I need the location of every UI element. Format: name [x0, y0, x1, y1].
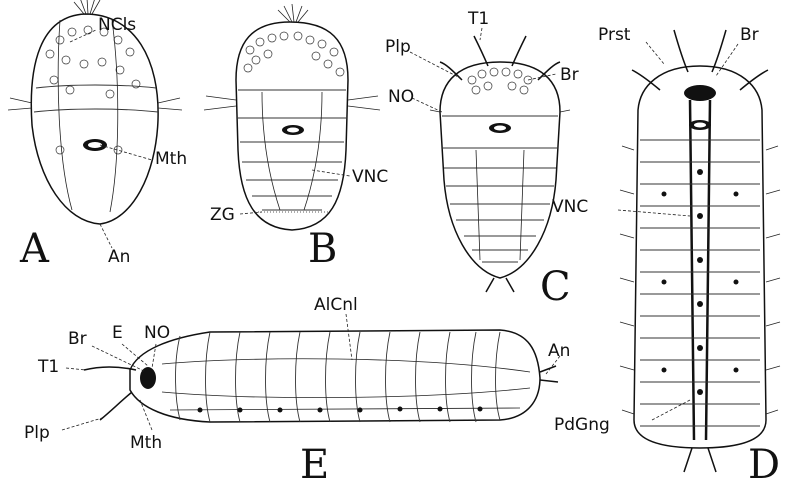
label-br-c: Br [560, 65, 579, 85]
embryo-b-body [204, 4, 380, 230]
label-prst: Prst [598, 25, 631, 45]
label-t1-e: T1 [37, 357, 59, 377]
label-ncls: NCls [98, 15, 136, 35]
label-mth-e: Mth [130, 433, 162, 453]
embryo-a-body [8, 0, 182, 224]
neural-cells-b [244, 32, 344, 76]
label-mth-a: Mth [155, 149, 187, 169]
embryo-d-body [620, 30, 780, 472]
label-t1-c: T1 [467, 9, 489, 29]
embryo-e-body [84, 330, 558, 422]
embryo-c-body [430, 36, 570, 292]
label-no-e: NO [144, 323, 170, 343]
pedal-ganglia-d [662, 169, 739, 395]
label-e: E [112, 323, 123, 343]
panel-e: Br E NO AlCnl An T1 Plp Mth E [24, 295, 570, 486]
panel-b: VNC ZG B [204, 4, 388, 272]
label-br-e: Br [68, 329, 87, 349]
panel-a: NCls Mth An A [8, 0, 187, 272]
label-no-c: NO [388, 87, 414, 107]
label-zg: ZG [210, 205, 235, 225]
panel-letter-a: A [19, 226, 50, 272]
label-br-d: Br [740, 25, 759, 45]
label-vnc-d: VNC [552, 197, 588, 217]
label-pdgng: PdGng [554, 415, 610, 435]
panel-c: T1 Plp Br NO C [385, 9, 579, 310]
brain-c [468, 68, 532, 94]
brain-d [684, 85, 716, 101]
panel-letter-b: B [308, 226, 337, 272]
vnc-b [262, 92, 322, 210]
panel-letter-d: D [748, 442, 780, 486]
label-an-e: An [548, 341, 570, 361]
label-an-a: An [108, 247, 130, 267]
label-plp-e: Plp [24, 423, 50, 443]
alimentary-canal-e [162, 359, 530, 398]
panel-letter-e: E [300, 442, 329, 486]
panel-d: Prst Br VNC PdGng D [552, 25, 780, 486]
label-vnc-b: VNC [352, 167, 388, 187]
label-plp-c: Plp [385, 37, 411, 57]
panel-letter-c: C [540, 264, 571, 310]
label-alcnl: AlCnl [314, 295, 358, 315]
vnc-c [476, 150, 524, 260]
